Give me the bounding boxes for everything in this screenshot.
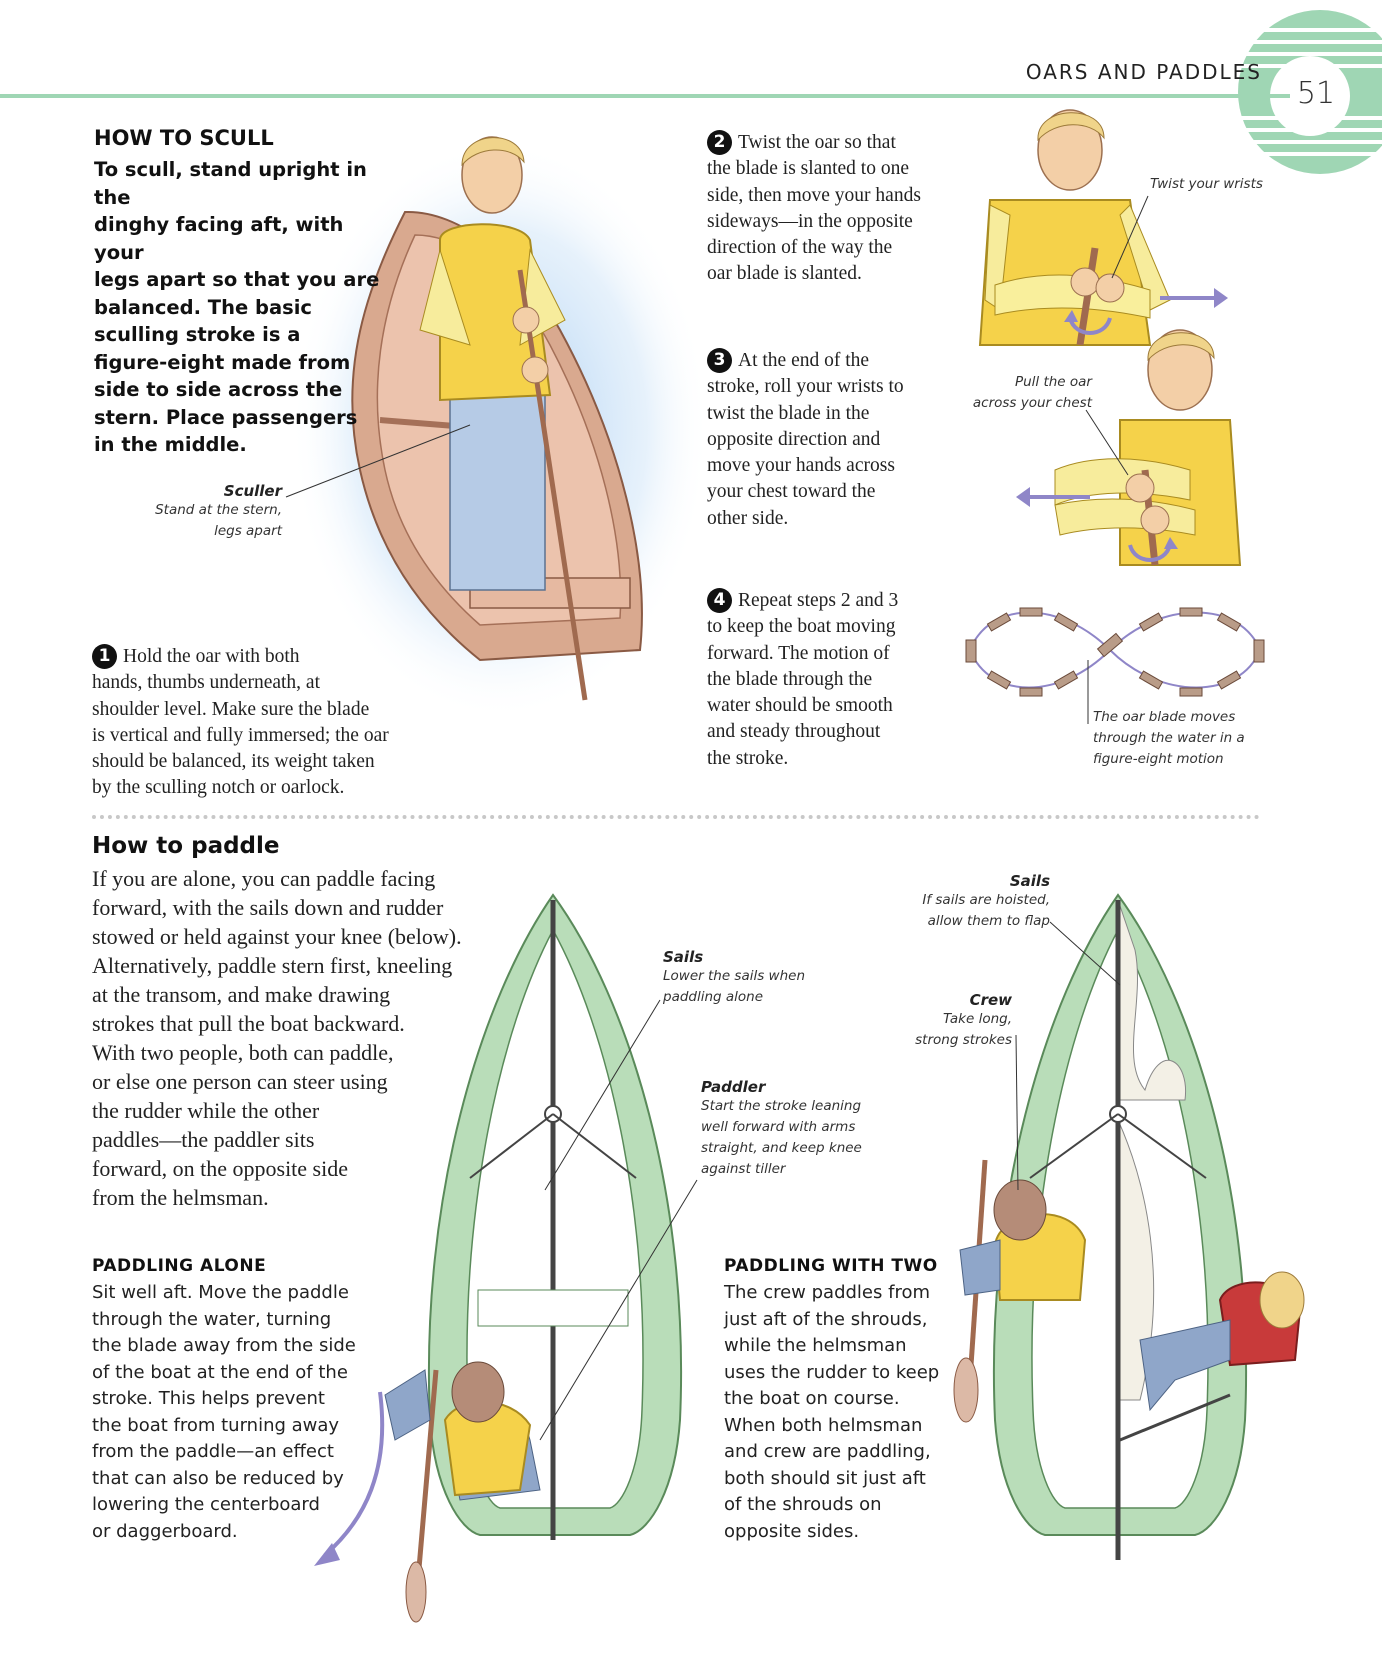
label-paddler: Paddler Start the stroke leaning well fo…: [701, 1078, 862, 1177]
step-number: 4: [707, 588, 732, 613]
dinghy-paddling-alone-illustration: [384, 893, 683, 1623]
step2-figure-illustration: [978, 109, 1228, 346]
label-crew: Crew Take long, strong strokes: [915, 991, 1012, 1048]
header-rule: [0, 94, 1290, 98]
sculling-boat-illustration: [290, 136, 710, 720]
section-divider: [92, 815, 1260, 819]
corner-disc-graphic: [1230, 10, 1382, 174]
paddle-heading: How to paddle: [92, 833, 280, 859]
step3-figure-illustration: [1016, 329, 1242, 566]
running-head: OARS AND PADDLES: [1025, 60, 1262, 84]
turn-arrow: [314, 1391, 385, 1566]
step-number: 3: [707, 348, 732, 373]
sculler-label: Sculler Stand at the stern, legs apart: [155, 482, 282, 539]
step-number: 2: [707, 130, 732, 155]
figure-eight-diagram: [965, 607, 1265, 724]
page-number: 51: [1296, 76, 1336, 111]
paddling-with-two-heading: PADDLING WITH TWO: [724, 1256, 938, 1276]
step-number: 1: [92, 644, 117, 669]
label-sails-flap: Sails If sails are hoisted, allow them t…: [922, 872, 1050, 929]
caption-twist-wrists: Twist your wrists: [1150, 176, 1263, 192]
paddling-alone-heading: PADDLING ALONE: [92, 1256, 267, 1276]
scull-heading: HOW TO SCULL: [94, 126, 274, 150]
label-sails-lower: Sails Lower the sails when paddling alon…: [663, 948, 806, 1005]
dinghy-paddling-with-two-illustration: [953, 893, 1305, 1560]
